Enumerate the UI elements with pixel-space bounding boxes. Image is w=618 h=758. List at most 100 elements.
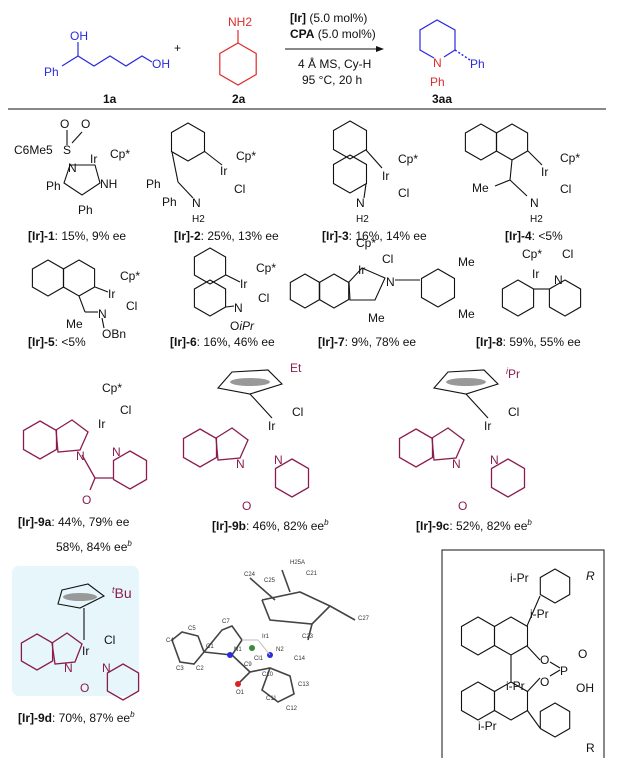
label-text: C9	[244, 662, 252, 668]
label-text: H2	[530, 214, 543, 225]
catalyst-ir-1: C6Me5 S O O N Ir Cp* NH Ph Ph	[14, 117, 130, 217]
label-text: C21	[306, 571, 318, 577]
ring	[420, 268, 456, 308]
label-text: Cp*	[236, 149, 256, 163]
label-text: [Ir]-9b	[212, 519, 246, 533]
ring	[170, 122, 206, 162]
ring	[495, 123, 529, 161]
label-text: Cp*	[120, 269, 140, 283]
label-text: O	[60, 117, 69, 131]
ring	[219, 42, 257, 86]
label-text: : 70%, 87% ee	[52, 711, 130, 725]
label-text: Pr	[508, 367, 520, 381]
bond-line	[376, 46, 384, 52]
bond-line	[171, 151, 179, 183]
label-text: : 59%, 55% ee	[503, 335, 581, 349]
catalyst-ir-7: Cp* Cl Ir N Me Me Me	[289, 236, 475, 325]
label-text: [Ir]-7: 9%, 78% ee	[318, 335, 416, 349]
bond-line	[526, 709, 541, 729]
ring	[318, 273, 350, 309]
label-text: : 44%, 79% ee	[51, 515, 129, 529]
bond-line	[225, 305, 235, 308]
label-text: [Ir]-6	[170, 335, 197, 349]
label-text: N	[98, 307, 107, 321]
label-text: N	[102, 661, 111, 675]
catalyst-ir-5: Ir Cp* Cl Me N OBn	[31, 259, 140, 341]
ring	[182, 428, 218, 468]
label-text: Cl	[508, 405, 519, 419]
ring	[31, 259, 65, 297]
bond-line	[249, 577, 276, 601]
label-text: Ir	[90, 152, 97, 166]
label-text: N	[452, 457, 461, 471]
bond-line	[549, 661, 561, 669]
label-text: [Ir]-5: <5%	[28, 335, 86, 349]
label-text: Cp*	[110, 147, 130, 161]
label-text: [Ir]-9a: 44%, 79% ee	[18, 515, 130, 529]
catalyst-label: [Ir]-4: <5%	[505, 229, 563, 243]
isopropyl-label: iPr	[506, 366, 520, 381]
bond-line	[431, 427, 465, 461]
catalyst-ir-9b: Et Ir Cl N N O	[182, 361, 310, 513]
label-text: O	[80, 681, 89, 695]
bond-line	[101, 317, 105, 329]
ring	[501, 279, 535, 317]
label-text: t	[112, 585, 115, 595]
label-text: Ir	[358, 263, 365, 277]
label-text: C24	[244, 572, 256, 578]
bond-line	[363, 183, 367, 199]
catalyst-ir-4: Ir Cp* Cl Me N H2	[464, 123, 580, 225]
label-text: N	[554, 273, 563, 287]
label-text: 58%, 84% ee	[56, 540, 128, 554]
label-text: O	[540, 653, 549, 667]
label-text: Cp*	[522, 247, 542, 261]
catalyst-ir-2: Ir Cp* Cl Ph Ph N H2	[146, 122, 256, 225]
label-text: [Ir]-2	[174, 229, 201, 243]
label-text: Ir	[541, 165, 548, 179]
ring	[460, 681, 496, 721]
plus-sign: +	[174, 41, 181, 55]
label-text: C1	[206, 644, 214, 650]
bond-line	[78, 295, 86, 313]
catalyst-label: [Ir]-2: 25%, 13% ee	[174, 229, 279, 243]
label-text: Me	[368, 311, 385, 325]
label-text: i-Pr	[478, 719, 497, 733]
bond-line	[527, 150, 543, 166]
label-text: C2	[196, 666, 204, 672]
label-text: [Ir]-6: 16%, 46% ee	[170, 335, 275, 349]
bond-line	[509, 159, 513, 181]
bond-line	[71, 131, 83, 144]
label-text: Cl	[126, 299, 137, 313]
amine-label: NH2	[228, 15, 252, 29]
label-text: Ir	[382, 169, 389, 183]
label-text: N	[274, 453, 283, 467]
label-text: [Ir]-9b: 46%, 82% eeb	[212, 518, 329, 533]
label-text: Ph	[146, 177, 161, 191]
bond-line	[57, 583, 106, 609]
label-text: (5.0 mol%)	[306, 11, 367, 25]
bond-line	[446, 378, 486, 386]
bond-line	[55, 419, 89, 453]
label-text: : 9%, 78% ee	[345, 335, 417, 349]
label-text: C14	[294, 656, 306, 662]
bond-line	[494, 179, 511, 187]
aryl-label: C6Me5	[14, 143, 53, 157]
label-text: Ir	[532, 267, 539, 281]
label-text: Me	[458, 255, 475, 269]
label-text: : 16%, 14% ee	[349, 229, 427, 243]
label-text: Cl1	[254, 656, 264, 662]
conditions-text: 4 Å MS, Cy-H	[298, 56, 371, 71]
label-text: H2	[356, 214, 369, 225]
label-text: O1	[236, 690, 245, 696]
label-text: Cl	[382, 252, 393, 266]
bond-line	[249, 667, 295, 703]
ring	[112, 450, 148, 490]
ring	[398, 428, 434, 468]
compound-id: 1a	[103, 92, 117, 106]
ring	[62, 259, 96, 297]
bond-line	[51, 632, 83, 665]
label-text: [Ir]-4	[505, 229, 532, 243]
reaction-arrow: [Ir] (5.0 mol%) CPA (5.0 mol%) 4 Å MS, C…	[285, 11, 384, 87]
label-text: [Ir]-9c	[416, 519, 450, 533]
catalyst-ir-9d: tBu Ir Cl N N O	[12, 566, 140, 701]
